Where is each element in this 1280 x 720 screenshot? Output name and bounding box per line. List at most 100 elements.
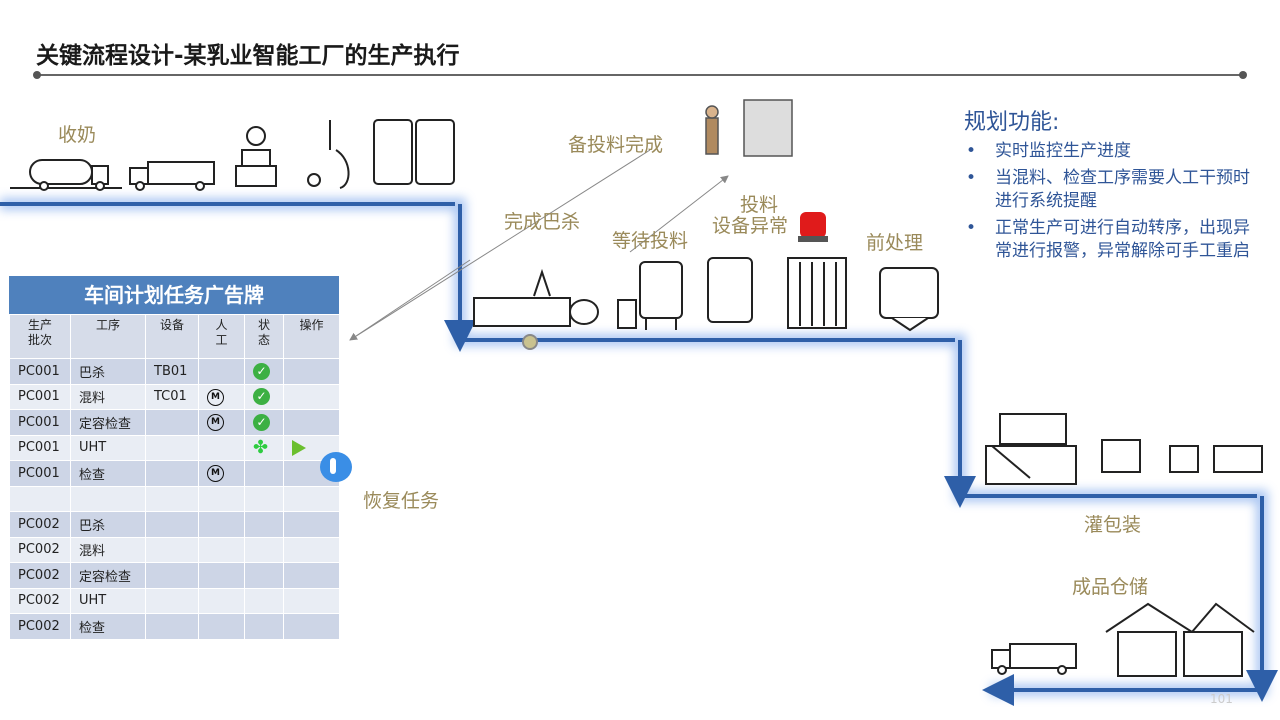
cell-device	[145, 562, 199, 589]
label-pretreat: 前处理	[866, 232, 924, 254]
cell-manual	[198, 358, 245, 385]
pasteurizer-icon	[473, 268, 599, 327]
cell-batch: PC001	[9, 434, 71, 461]
cell-batch: PC001	[9, 409, 71, 436]
cell-step: 巴杀	[70, 511, 146, 538]
running-icon: ✤	[253, 436, 269, 458]
cell-manual	[198, 613, 245, 640]
pump-icon	[307, 120, 350, 189]
column-header: 状态	[244, 314, 284, 359]
cell-batch: PC002	[9, 613, 71, 640]
cell-step: 检查	[70, 613, 146, 640]
cell-batch: PC002	[9, 511, 71, 538]
cell-status	[244, 511, 284, 538]
functions-title: 规划功能:	[964, 110, 1060, 135]
progress-marker	[522, 334, 538, 350]
cell-device	[145, 536, 199, 563]
column-header: 设备	[145, 314, 199, 359]
filter-rack-icon	[787, 257, 847, 329]
cell-action	[283, 485, 340, 512]
label-pasteur-done: 完成巴杀	[504, 211, 581, 233]
cell-batch: PC002	[9, 587, 71, 614]
cell-manual	[198, 434, 245, 461]
label-feeding: 投料	[740, 194, 779, 216]
cell-batch: PC002	[9, 562, 71, 589]
cell-step: 混料	[70, 383, 146, 410]
cell-action	[283, 511, 340, 538]
cell-action	[283, 358, 340, 385]
planned-functions: 规划功能: 实时监控生产进度 当混料、检查工序需要人工干预时进行系统提醒 正常生…	[964, 104, 1264, 267]
cell-action	[283, 460, 340, 487]
page-number: 101	[1210, 692, 1233, 706]
cell-device	[145, 434, 199, 461]
warehouse-icon	[1105, 602, 1255, 677]
manual-icon: M	[207, 414, 224, 432]
filling-machine-icon	[985, 413, 1077, 485]
cell-manual	[198, 562, 245, 589]
play-icon[interactable]	[292, 439, 306, 456]
cell-action	[283, 613, 340, 640]
column-header: 生产批次	[9, 314, 71, 359]
mixing-tank-icon	[617, 261, 683, 330]
cell-action	[283, 562, 340, 589]
cell-device	[145, 460, 199, 487]
column-header: 工序	[70, 314, 146, 359]
label-receive-milk: 收奶	[58, 124, 97, 146]
cell-status	[244, 460, 284, 487]
touch-hand-icon[interactable]	[320, 452, 352, 482]
cell-device	[145, 511, 199, 538]
storage-tanks-icon	[373, 119, 455, 185]
cell-step: 巴杀	[70, 358, 146, 385]
table-row	[9, 485, 340, 512]
cell-status	[244, 587, 284, 614]
cell-device	[145, 613, 199, 640]
alarm-light-icon	[798, 212, 828, 242]
column-header: 人工	[198, 314, 245, 359]
cell-status	[244, 536, 284, 563]
cell-device	[145, 587, 199, 614]
board-title: 车间计划任务广告牌	[9, 276, 339, 314]
cell-step: 检查	[70, 460, 146, 487]
pretreatment-tank-icon	[879, 267, 939, 332]
cell-manual	[198, 536, 245, 563]
function-item: 正常生产可进行自动转序，出现异常进行报警，异常解除可手工重启	[964, 217, 1264, 263]
cell-action	[283, 536, 340, 563]
link-arrow-feeding	[629, 175, 729, 253]
cell-device	[145, 485, 199, 512]
cell-manual: M	[198, 383, 245, 410]
cell-status	[244, 613, 284, 640]
cell-batch: PC001	[9, 358, 71, 385]
link-arrow-prepare	[349, 149, 651, 341]
truck-icon	[129, 161, 215, 191]
delivery-truck-icon	[991, 643, 1077, 675]
link-arrow-board	[349, 259, 471, 341]
cell-status: ✓	[244, 409, 284, 436]
manual-icon: M	[207, 388, 224, 406]
milk-tanker-icon	[10, 159, 122, 191]
cell-status: ✓	[244, 358, 284, 385]
cell-step: 定容检查	[70, 562, 146, 589]
page-title: 关键流程设计-某乳业智能工厂的生产执行	[36, 43, 460, 69]
cell-step	[70, 485, 146, 512]
cell-batch: PC001	[9, 383, 71, 410]
function-item: 实时监控生产进度	[964, 140, 1264, 163]
cell-manual	[198, 485, 245, 512]
cell-batch	[9, 485, 71, 512]
title-divider	[33, 71, 1247, 79]
label-wait-feeding: 等待投料	[612, 230, 689, 252]
cell-step: UHT	[70, 434, 146, 461]
flow-line	[0, 202, 1278, 706]
cell-manual	[198, 511, 245, 538]
label-warehouse: 成品仓储	[1072, 576, 1149, 598]
cell-device: TB01	[145, 358, 199, 385]
